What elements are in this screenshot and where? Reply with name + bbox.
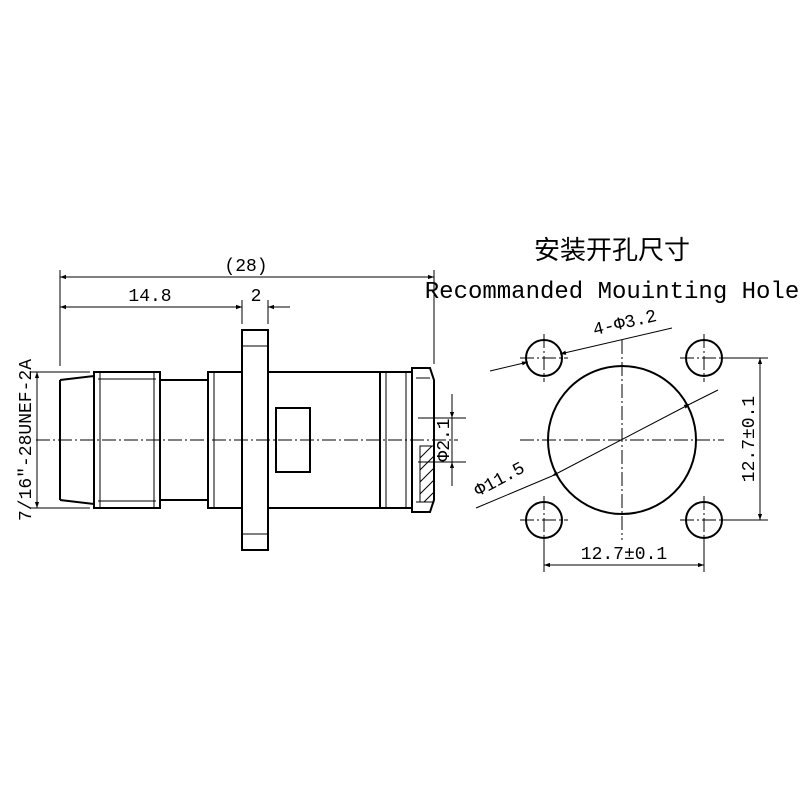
thread-section: [93, 371, 161, 509]
thread-spec-label: 7/16"-28UNEF-2A: [17, 359, 37, 521]
section-hatch: [419, 445, 435, 503]
title-english: Recommanded Mouinting Hole: [425, 279, 799, 306]
pin-diameter-label: Φ2.1: [435, 418, 455, 461]
body-slot: [275, 407, 311, 473]
hole-pattern-label: 4-Φ3.2: [591, 307, 659, 341]
mounting-hole-view: 安装开孔尺寸 Recommanded Mouinting Hole 4-Φ3.2…: [425, 236, 799, 572]
title-chinese: 安装开孔尺寸: [534, 236, 690, 266]
bore-diameter-leader: [475, 475, 553, 509]
central-bore: [547, 365, 697, 515]
flange-width-label: 2: [251, 287, 262, 307]
bore-diameter-label: Φ11.5: [472, 459, 529, 502]
horizontal-spacing-label: 12.7±0.1: [581, 545, 667, 565]
hole-pattern-leader: [489, 361, 529, 372]
vertical-spacing-label: 12.7±0.1: [740, 396, 760, 482]
body-length-label: 14.8: [128, 287, 171, 307]
connector-side-view: (28) 14.8 2 7/16"-28UNEF-2A Φ2.1: [17, 257, 466, 551]
overall-length-label: (28): [224, 257, 267, 277]
connector-neck: [160, 379, 208, 501]
